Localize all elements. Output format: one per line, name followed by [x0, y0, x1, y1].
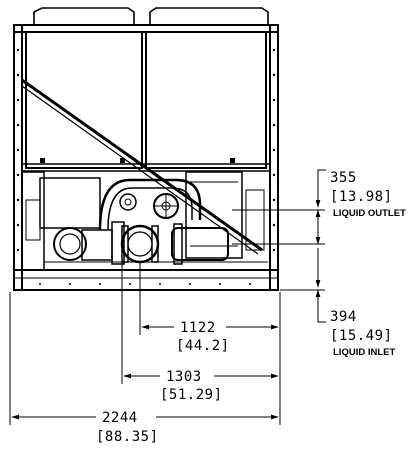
overall-width-inch: [88.35] — [96, 429, 159, 445]
right-vertical-dimensions — [232, 169, 326, 323]
liquid-outlet-label: LIQUID OUTLET — [333, 208, 406, 219]
overall-width-mm: 2244 — [102, 410, 138, 426]
inlet-height-mm: 394 — [330, 309, 357, 325]
inlet-center-mm: 1122 — [180, 320, 216, 336]
outlet-center-inch: [51.29] — [160, 387, 223, 403]
outlet-center-mm: 1303 — [166, 369, 202, 385]
inlet-center-inch: [44.2] — [176, 338, 230, 354]
condenser-coil-panels — [21, 31, 271, 172]
lower-piping-assembly — [21, 171, 268, 271]
outlet-height-inch: [13.98] — [330, 189, 393, 205]
bottom-horizontal-dimensions — [9, 262, 281, 425]
diagonal-brace — [21, 78, 263, 255]
inlet-height-inch: [15.49] — [330, 328, 393, 344]
outlet-height-mm: 355 — [330, 170, 357, 186]
liquid-inlet-label: LIQUID INLET — [333, 347, 395, 358]
